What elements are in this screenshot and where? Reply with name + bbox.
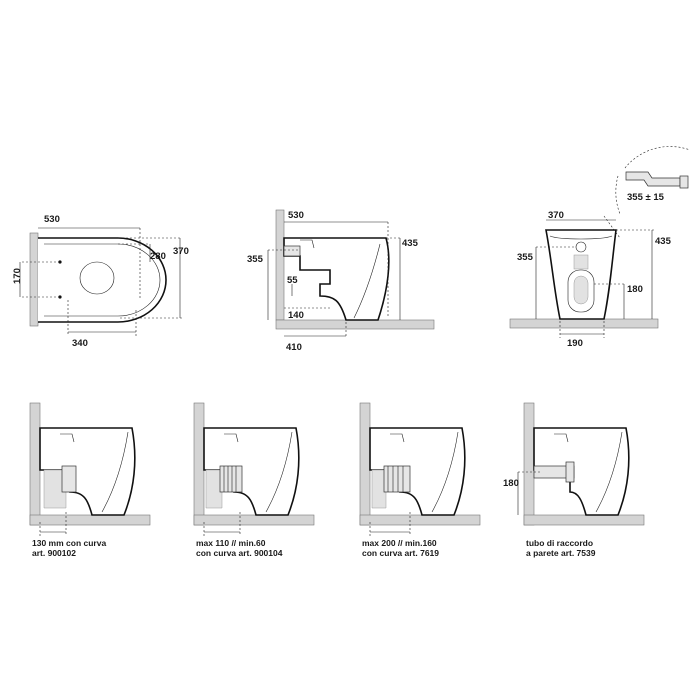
front-outlet-label: 180 xyxy=(627,284,643,295)
front-view: 370 435 355 180 190 xyxy=(509,210,672,349)
top-depth-short-label: 280 xyxy=(150,251,166,262)
connector-pipe xyxy=(625,171,681,187)
floor-section xyxy=(193,514,315,526)
installation-1: 130 mm con curva art. 900102 xyxy=(29,402,151,558)
installation-3: max 200 // min.160 con curva art. 7619 xyxy=(359,402,481,558)
front-height-total-label: 435 xyxy=(655,236,672,247)
side-base-label: 410 xyxy=(286,342,302,353)
connector-bend xyxy=(371,469,387,509)
installation-caption: con curva art. 900104 xyxy=(196,548,283,558)
flexible-pipe xyxy=(219,465,243,493)
pipe-collar xyxy=(565,461,575,483)
flexible-pipe xyxy=(383,465,411,493)
top-depth-long-label: 370 xyxy=(173,246,189,257)
floor-section xyxy=(275,319,435,330)
inlet-pipe xyxy=(283,245,301,257)
installation-caption: con curva art. 7619 xyxy=(362,548,439,558)
installation-caption: max 200 // min.160 xyxy=(362,538,437,548)
floor-section xyxy=(509,318,659,329)
floor-section xyxy=(29,514,151,526)
inlet-socket xyxy=(573,254,589,270)
top-holes-label: 170 xyxy=(12,268,23,284)
side-width-label: 530 xyxy=(288,210,304,221)
installation-4: 180 tubo di raccordo a parete art. 7539 xyxy=(503,402,645,558)
front-top-label: 370 xyxy=(548,210,564,221)
top-view: 530 280 370 170 340 xyxy=(12,214,189,349)
installation-caption: a parete art. 7539 xyxy=(526,548,596,558)
side-height-inlet-label: 355 xyxy=(247,254,264,265)
bowl-opening xyxy=(79,261,115,295)
bowl-front-rim xyxy=(549,235,613,240)
front-base-label: 190 xyxy=(567,338,583,349)
floor-section xyxy=(359,514,481,526)
bowl-front xyxy=(545,229,617,320)
side-outlet-low-label: 140 xyxy=(288,310,304,321)
bowl-inner-rim xyxy=(44,243,161,317)
installation-caption: tubo di raccordo xyxy=(526,538,593,548)
wall-section xyxy=(359,402,371,526)
outlet-pipe xyxy=(61,465,77,493)
outlet-oval xyxy=(567,269,595,313)
wall-section xyxy=(29,402,41,526)
installation-caption: max 110 // min.60 xyxy=(196,538,266,548)
detail-pipe-label: 355 ± 15 xyxy=(627,192,665,203)
inlet-ring xyxy=(575,241,587,253)
wall-section xyxy=(523,402,535,526)
installation-height-label: 180 xyxy=(503,478,519,489)
front-height-inlet-label: 355 xyxy=(517,252,534,263)
side-height-total-label: 435 xyxy=(402,238,419,249)
outlet-inner xyxy=(573,275,589,305)
wall-section xyxy=(29,232,39,327)
bowl-outline xyxy=(38,237,167,323)
installation-caption: 130 mm con curva xyxy=(32,538,106,548)
wall-section xyxy=(275,209,285,321)
installation-2: max 110 // min.60 con curva art. 900104 xyxy=(193,402,315,558)
bowl-inner-curve xyxy=(353,243,381,319)
side-view: 530 435 355 55 140 410 xyxy=(247,209,435,353)
side-outlet-height-label: 55 xyxy=(287,275,298,286)
inlet-nozzle xyxy=(300,239,315,249)
installation-caption: art. 900102 xyxy=(32,548,76,558)
wall-section xyxy=(193,402,205,526)
connector-collar xyxy=(679,175,689,189)
connector-bend xyxy=(43,469,67,509)
top-bottom-label: 340 xyxy=(72,338,88,349)
top-width-label: 530 xyxy=(44,214,60,225)
connector-bend xyxy=(205,469,223,509)
pipe-detail: 355 ± 15 xyxy=(603,146,691,239)
floor-section xyxy=(523,514,645,526)
